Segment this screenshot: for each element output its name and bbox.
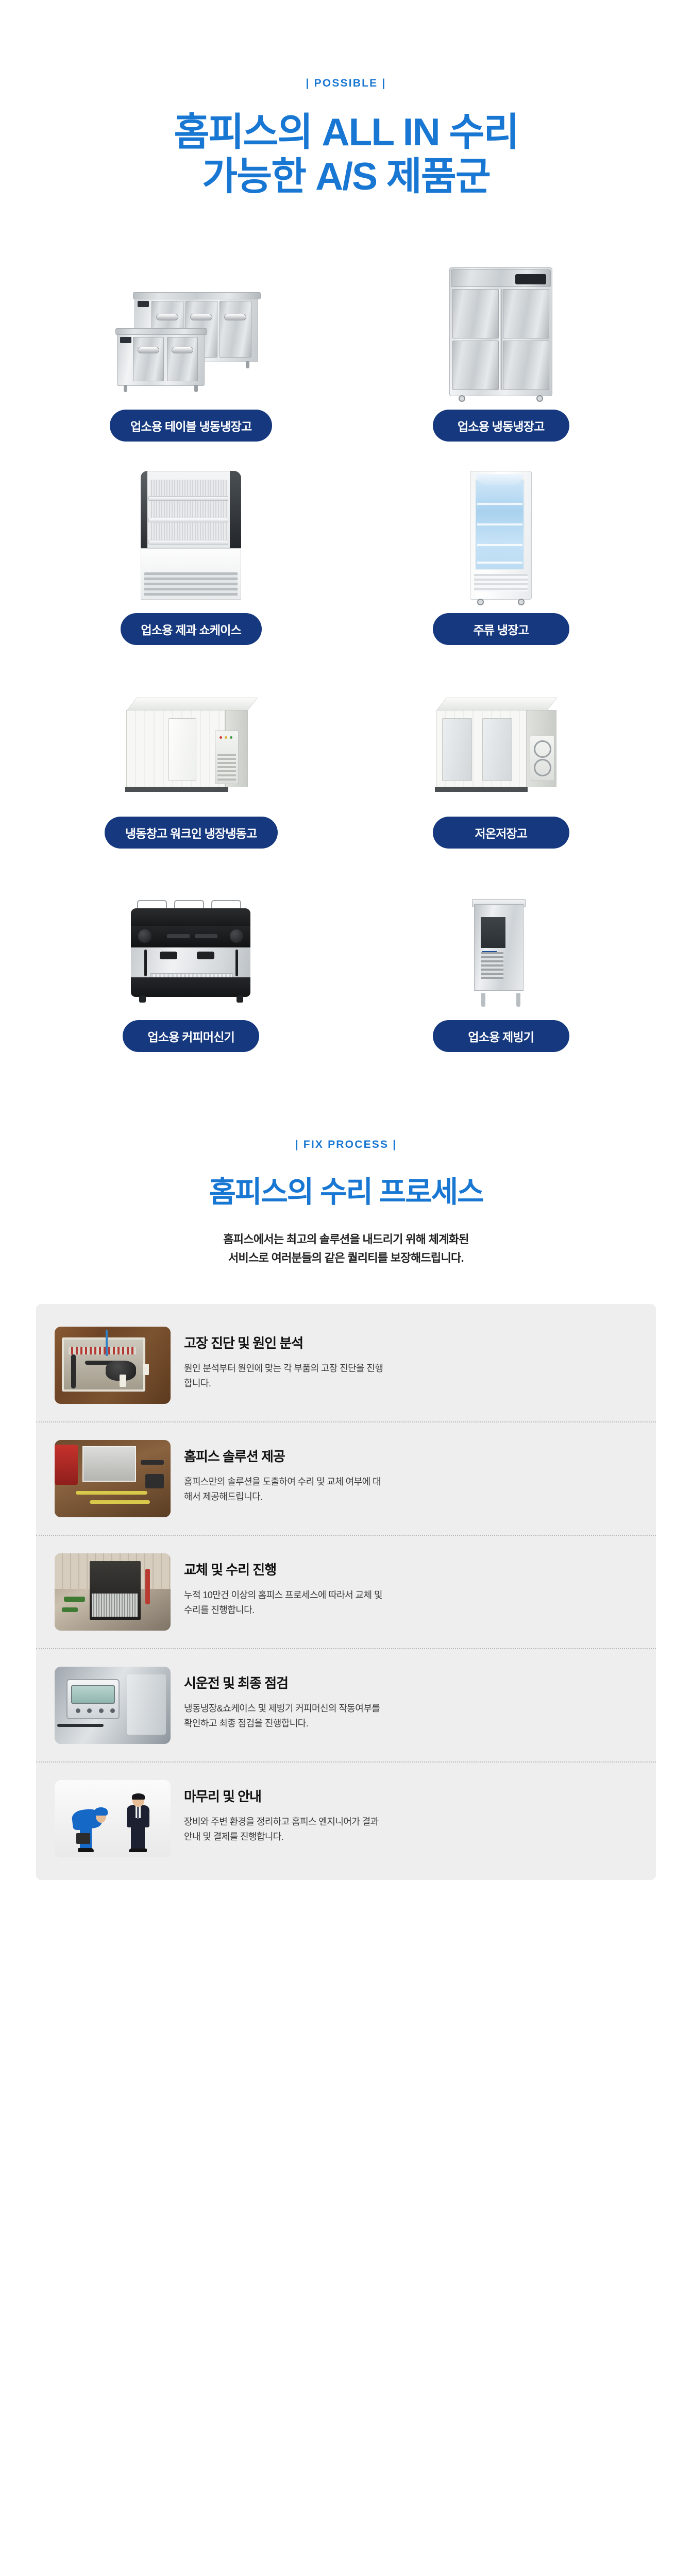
engineer-bowing-to-customer-photo [55,1780,171,1858]
product-label: 업소용 냉동냉장고 [432,410,569,442]
process-step: 홈피스 솔루션 제공 홈피스만의 솔루션을 도출하여 수리 및 교체 여부에 대… [36,1421,656,1535]
product-label: 냉동창고 워크인 냉장냉동고 [104,817,278,849]
process-title: 홈피스의 수리 프로세스 [209,1176,484,1209]
product-card[interactable]: 업소용 제빙기 [346,873,656,1077]
step-description: 누적 10만건 이상의 홈피스 프로세스에 따라서 교체 및 수리를 진행합니다… [184,1590,382,1616]
step-title: 마무리 및 안내 [184,1789,262,1805]
step-description: 장비와 주변 환경을 정리하고 홈피스 엔지니어가 결과 안내 및 결제를 진행… [184,1817,379,1842]
thermometer-check-photo [55,1667,171,1744]
product-label: 주류 냉장고 [432,613,569,645]
product-label: 업소용 커피머신기 [123,1020,260,1052]
technician-workbench-photo [55,1440,171,1518]
step-title: 교체 및 수리 진행 [184,1562,277,1578]
process-step-list: 고장 진단 및 원인 분석 원인 분석부터 원인에 맞는 각 부품의 고장 진단… [36,1304,656,1880]
beverage-cooler-icon [346,471,656,605]
upright-refrigerator-icon [346,267,656,402]
espresso-machine-icon [36,880,346,1007]
product-label: 저온저장고 [432,817,569,849]
process-header: | FIX PROCESS | 홈피스의 수리 프로세스 홈피스에서는 최고의 … [0,1097,692,1295]
product-label: 업소용 제과 쇼케이스 [120,613,262,645]
page-title: 홈피스의 ALL IN 수리 가능한 A/S 제품군 [0,110,692,198]
product-card[interactable]: 업소용 커피머신기 [36,873,346,1077]
hero-title-line-1: 홈피스의 ALL IN 수리 [174,110,519,154]
hero-title-line-2: 가능한 A/S 제품군 [202,154,491,198]
product-card[interactable]: 저온저장고 [346,670,656,873]
process-step: 고장 진단 및 원인 분석 원인 분석부터 원인에 맞는 각 부품의 고장 진단… [36,1309,656,1421]
hero-eyebrow: | POSSIBLE | [306,77,386,89]
product-grid: 업소용 테이블 냉동냉장고 업소용 냉동냉장고 [0,234,692,1097]
product-label: 업소용 제빙기 [432,1020,569,1052]
product-card[interactable]: 냉동창고 워크인 냉장냉동고 [36,670,346,873]
table-refrigerator-icon [36,270,346,396]
walk-in-freezer-icon [36,677,346,803]
refrigerator-compressor-photo [55,1327,171,1404]
cold-storage-room-icon [346,677,656,803]
product-card[interactable]: 업소용 테이블 냉동냉장고 [36,263,346,466]
hero-section: | POSSIBLE | 홈피스의 ALL IN 수리 가능한 A/S 제품군 [0,0,692,234]
product-card[interactable]: 업소용 냉동냉장고 [346,263,656,466]
process-subtitle-line-2: 서비스로 여러분들의 같은 퀄리티를 보장해드립니다. [228,1251,464,1264]
process-eyebrow: | FIX PROCESS | [295,1139,397,1150]
ice-maker-icon [346,880,656,1007]
step-description: 냉동냉장&쇼케이스 및 제빙기 커피머신의 작동여부를 확인하고 최종 점검을 … [184,1703,380,1729]
product-card[interactable]: 업소용 제과 쇼케이스 [36,466,346,670]
step-title: 시운전 및 최종 점검 [184,1675,289,1691]
product-label: 업소용 테이블 냉동냉장고 [110,410,273,442]
process-subtitle: 홈피스에서는 최고의 솔루션을 내드리기 위해 체계화된 서비스로 여러분들의 … [0,1230,692,1267]
process-step: 마무리 및 안내 장비와 주변 환경을 정리하고 홈피스 엔지니어가 결과 안내… [36,1761,656,1875]
bakery-showcase-icon [36,471,346,600]
condenser-repair-photo [55,1553,171,1631]
step-description: 원인 분석부터 원인에 맞는 각 부품의 고장 진단을 진행합니다. [184,1363,383,1389]
step-description: 홈피스만의 솔루션을 도출하여 수리 및 교체 여부에 대해서 제공해드립니다. [184,1477,381,1502]
process-step: 시운전 및 최종 점검 냉동냉장&쇼케이스 및 제빙기 커피머신의 작동여부를 … [36,1648,656,1761]
process-step: 교체 및 수리 진행 누적 10만건 이상의 홈피스 프로세스에 따라서 교체 … [36,1535,656,1648]
landing-page: | POSSIBLE | 홈피스의 ALL IN 수리 가능한 A/S 제품군 [0,0,692,1880]
process-subtitle-line-1: 홈피스에서는 최고의 솔루션을 내드리기 위해 체계화된 [223,1233,469,1246]
product-card[interactable]: 주류 냉장고 [346,466,656,670]
step-title: 고장 진단 및 원인 분석 [184,1335,303,1351]
step-title: 홈피스 솔루션 제공 [184,1449,285,1465]
